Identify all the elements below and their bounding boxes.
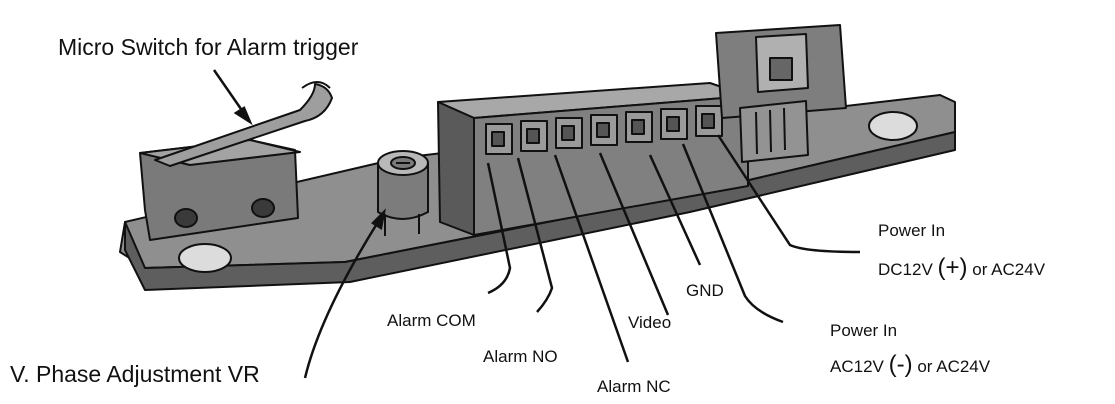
mounting-hole-right [868, 111, 918, 141]
leader-gnd [648, 154, 702, 266]
label-power-in-dc-suffix: or AC24V [972, 260, 1046, 279]
label-power-in-ac-suffix: or AC24V [917, 357, 991, 376]
terminal-block [437, 82, 749, 236]
mounting-hole-left [178, 243, 232, 273]
board-front-edge [124, 131, 956, 291]
label-power-in-ac-sign: (-) [888, 351, 913, 378]
leader-lines [212, 69, 861, 379]
label-video: Video [628, 313, 672, 332]
phase-vr-component [377, 150, 429, 236]
leader-power-ac [681, 143, 784, 324]
label-alarm-no: Alarm NO [483, 347, 558, 366]
leader-video [598, 152, 670, 316]
label-alarm-nc: Alarm NC [597, 377, 671, 396]
leader-power-dc [716, 134, 861, 254]
leader-micro-switch-arrowhead [233, 106, 253, 126]
label-power-in-dc-sign: (+) [937, 254, 968, 281]
label-power-in-dc-prefix: DC12V [878, 260, 933, 279]
label-micro-switch: Micro Switch for Alarm trigger [58, 34, 359, 60]
micro-switch [139, 81, 333, 241]
leader-phase-vr [303, 221, 380, 379]
label-power-in-dc-line: DC12V (+) or AC24V [878, 254, 1045, 282]
label-alarm-com: Alarm COM [387, 311, 476, 330]
label-phase-vr: V. Phase Adjustment VR [10, 361, 260, 387]
label-power-in-ac-title: Power In [830, 321, 898, 340]
label-power-in-ac-prefix: AC12V [830, 357, 884, 376]
leader-alarm-no [516, 157, 554, 313]
label-gnd: GND [686, 281, 724, 300]
header-connector [715, 24, 847, 163]
leader-alarm-nc [553, 154, 630, 363]
label-power-in-ac-line: AC12V (-) or AC24V [830, 351, 990, 379]
label-power-in-dc-title: Power In [878, 221, 946, 240]
leader-phase-vr-arrowhead [371, 208, 386, 231]
leader-alarm-com [486, 162, 512, 295]
